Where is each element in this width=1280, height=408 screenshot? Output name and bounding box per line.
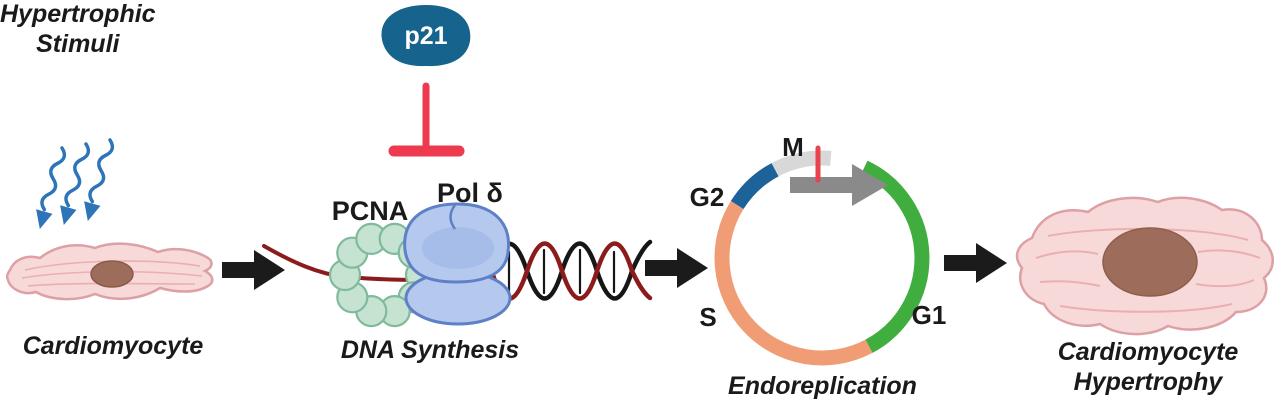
helix-strand-red [489,241,653,301]
stimuli-title-line2: Stimuli [36,29,120,58]
helix-rungs [507,248,616,295]
cardiomyocyte-cell-icon [5,242,214,301]
hypertrophic-cell-icon [1015,196,1274,336]
hypertrophy-caption-line2: Hypertrophy [1073,367,1223,396]
stimuli-title: Hypertrophic Stimuli [0,0,156,59]
dna-synthesis-caption: DNA Synthesis [340,336,520,364]
phase-g2-arc [730,163,779,210]
cycle-arrow-icon [790,164,888,206]
hypertrophy-caption-line1: Cardiomyocyte [1057,338,1239,366]
phase-g1-arc [861,160,930,353]
cell-nucleus [90,260,134,288]
flow-arrows [222,243,1007,290]
phase-s-label: S [699,302,717,332]
flow-arrow-2-icon [645,248,708,288]
hypertrophic-cell-nucleus [1102,227,1198,297]
phase-g1-label: G1 [911,300,947,330]
pol-delta-icon [403,202,512,326]
pol-delta-label: Pol δ [437,178,503,208]
stimuli-title-line1: Hypertrophic [0,0,156,28]
cell-cycle-ring-icon [714,145,930,366]
cardiomyocyte-caption: Cardiomyocyte [22,332,204,360]
inhibition-tbar-icon [388,82,465,157]
polymerase-shade [422,227,494,269]
polymerase-cleft [449,204,457,230]
phase-g2-label: G2 [689,182,725,212]
phase-m-label: M [782,132,804,162]
endoreplication-caption: Endoreplication [728,372,917,400]
dna-helix-icon [489,239,653,301]
phase-s-arc [714,201,873,366]
p21-label: p21 [404,22,448,50]
stimuli-arrows-icon [36,138,115,230]
flow-arrow-3-icon [944,243,1007,283]
hypertrophy-caption: Cardiomyocyte Hypertrophy [1030,338,1266,397]
phase-m-arc [771,150,832,177]
p21-blob-icon [381,5,471,67]
flow-arrow-1-icon [222,250,285,290]
pcna-label: PCNA [331,196,409,226]
